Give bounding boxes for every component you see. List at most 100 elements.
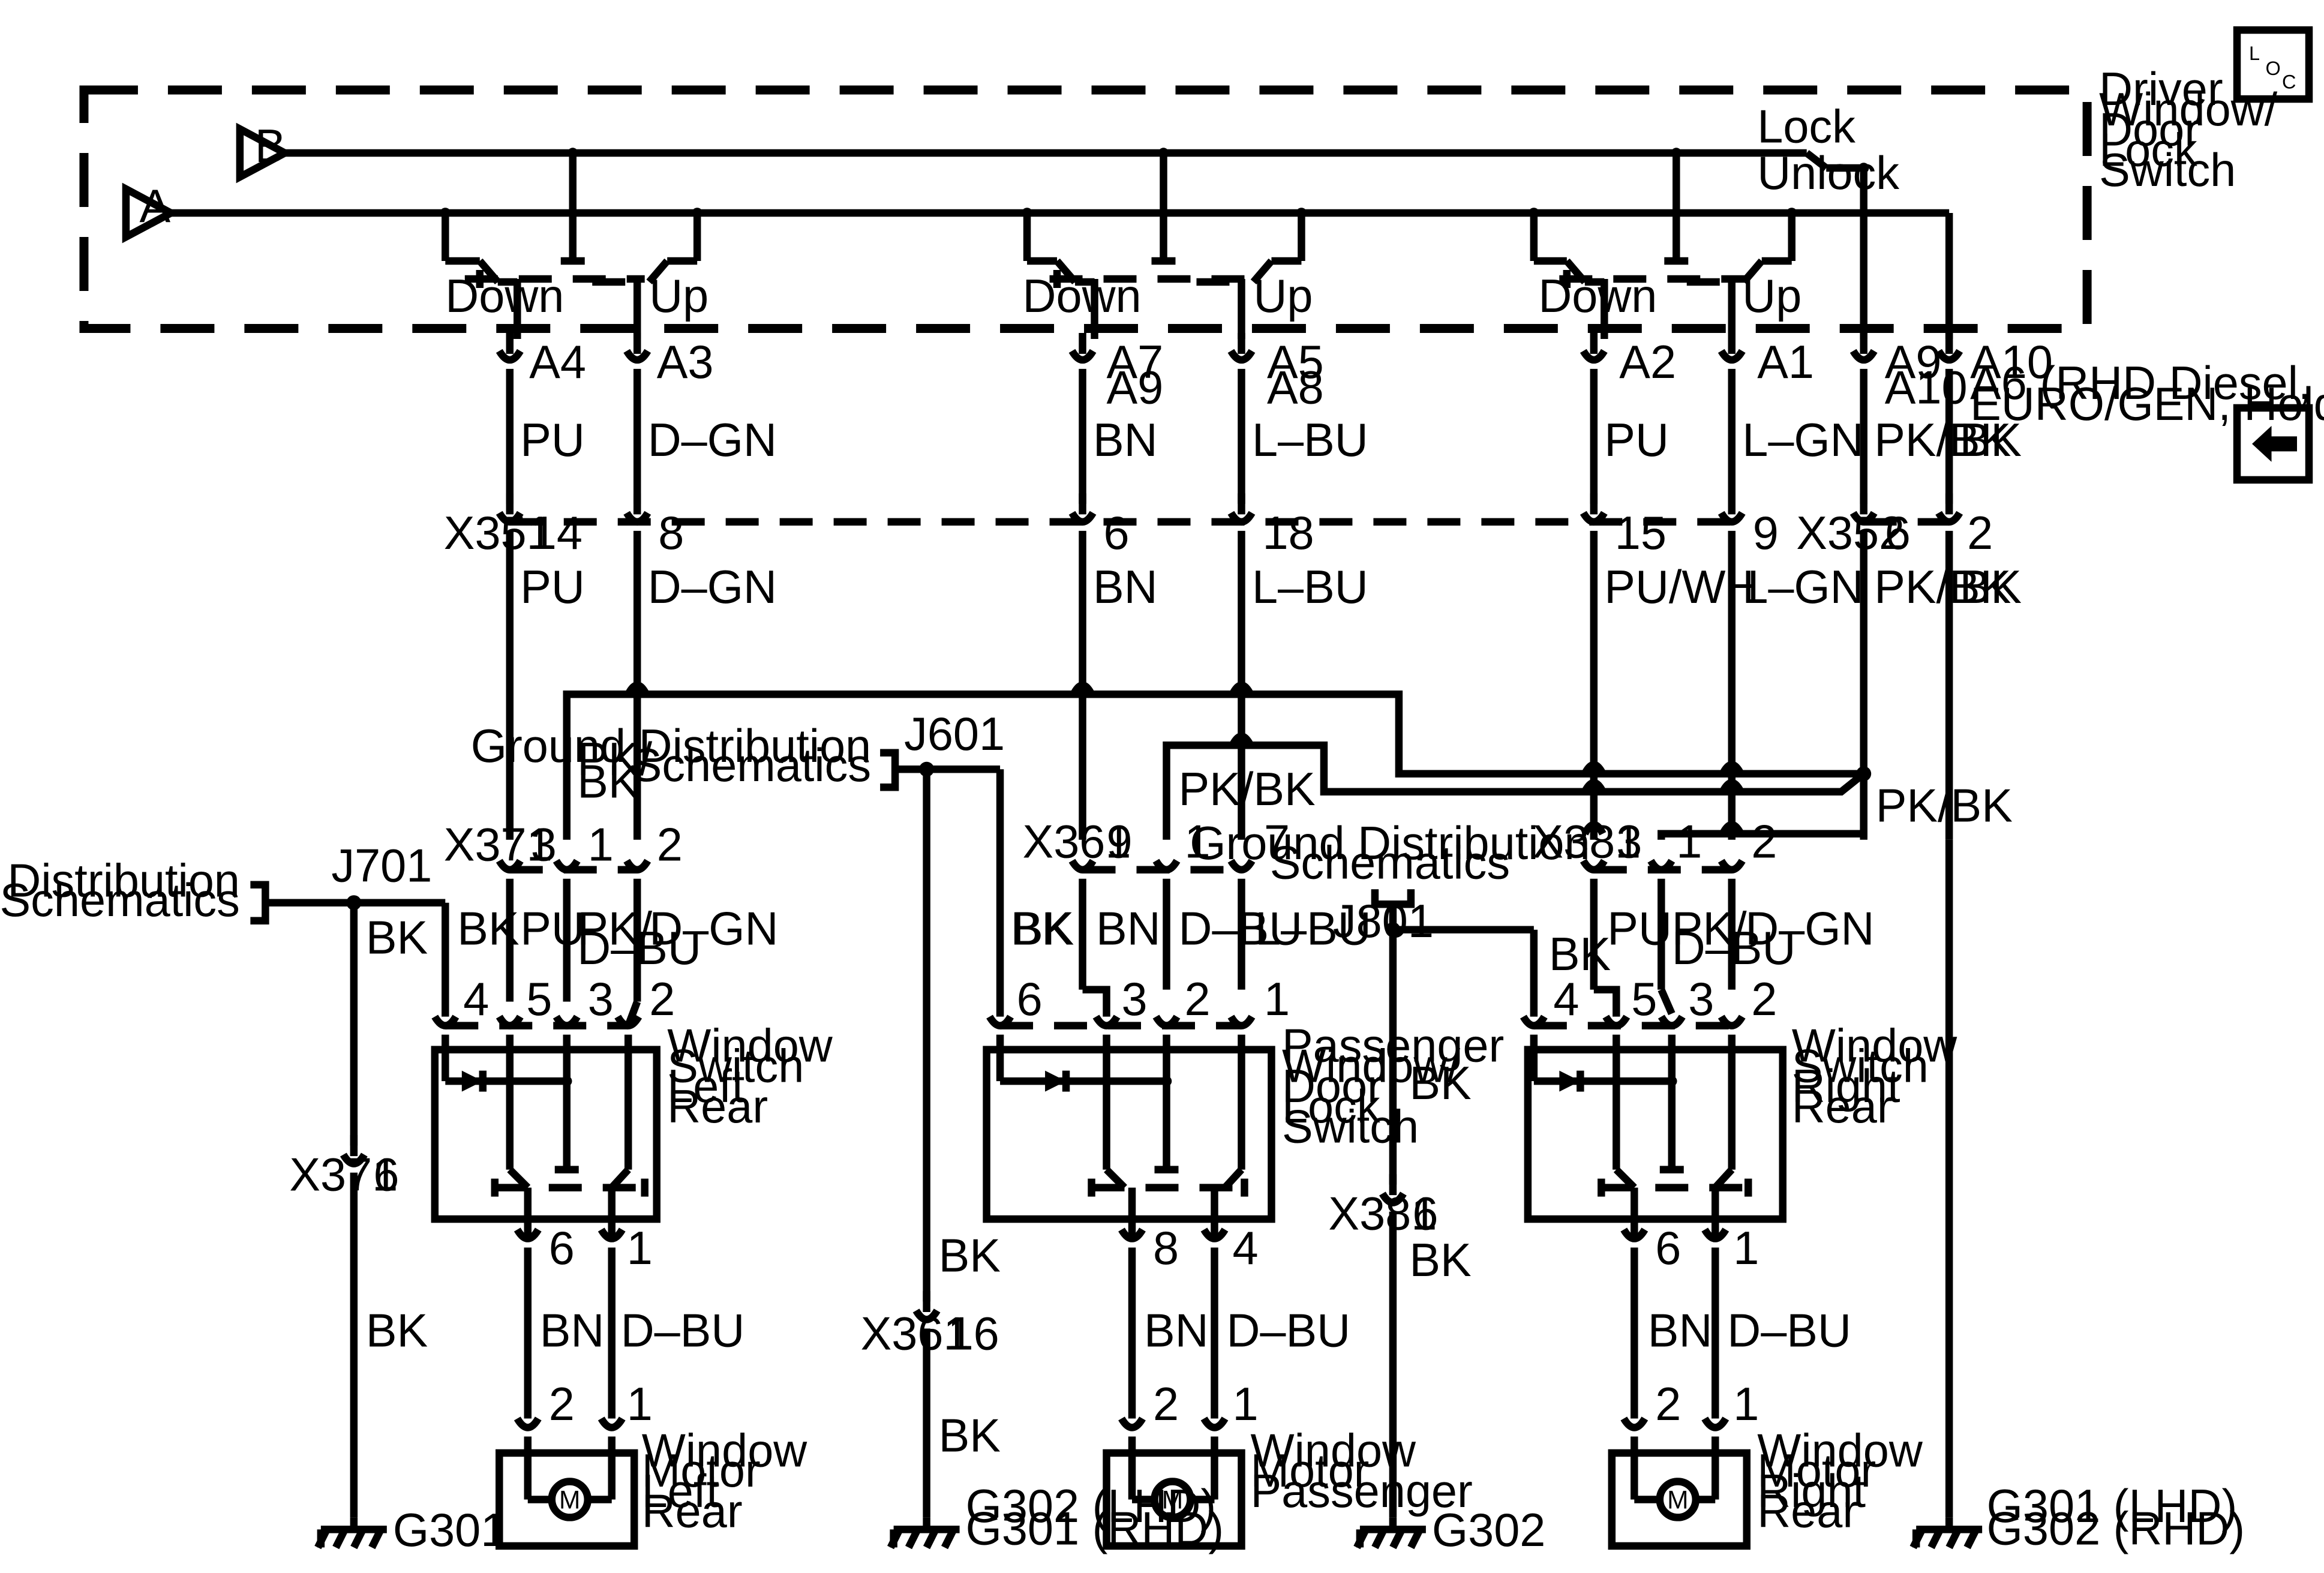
wire-color: PU bbox=[520, 903, 585, 955]
wire-color: L–BU bbox=[1252, 415, 1368, 466]
connector-x351: X351 bbox=[444, 508, 553, 559]
pin-label: 1 bbox=[1676, 816, 1702, 868]
pin-label: 3 bbox=[531, 819, 557, 871]
down-label: Down bbox=[1538, 271, 1657, 322]
pin-label: 3 bbox=[1122, 974, 1148, 1025]
module-name: Lock bbox=[1282, 1081, 1380, 1133]
inline-connector-cup bbox=[1068, 511, 1097, 526]
module-name: Window bbox=[1250, 1425, 1416, 1476]
connector-cup bbox=[1701, 1227, 1730, 1242]
pin-label: 2 bbox=[549, 1379, 575, 1430]
pkbk-bus-right bbox=[1658, 773, 1867, 840]
wire-color: PK/BK bbox=[1874, 415, 2011, 466]
pin-label: 1 bbox=[1232, 1379, 1258, 1430]
pin-label: 6 bbox=[373, 1149, 399, 1201]
module-name: Motor bbox=[642, 1445, 761, 1497]
wire-color: BK bbox=[1960, 562, 2022, 613]
connector-cup bbox=[514, 1416, 542, 1431]
pin-label: 8 bbox=[1153, 1223, 1179, 1274]
wire-color: PK/ bbox=[577, 903, 652, 955]
wire-color: PK/BK bbox=[1874, 562, 2011, 613]
module-connector-cup bbox=[623, 858, 651, 873]
ground-ref-label: Ground Distribution bbox=[0, 855, 240, 907]
module-connector-cup bbox=[1068, 858, 1097, 873]
wire-color: D–GN bbox=[649, 903, 778, 955]
wire-layer bbox=[79, 26, 2313, 1550]
ground-label: G301 (RHD) bbox=[966, 1503, 1224, 1554]
down-label: Down bbox=[445, 271, 564, 322]
connector-cup bbox=[597, 1227, 626, 1242]
pin-label: 6 bbox=[549, 1223, 575, 1274]
ground-hatch bbox=[1371, 1527, 1388, 1550]
connector-label: X371 bbox=[289, 1149, 398, 1201]
wire-color: BK bbox=[1012, 903, 1074, 955]
pin-label: 1 bbox=[1733, 1223, 1759, 1274]
pin-label: 3 bbox=[588, 974, 614, 1025]
module-name: Passenger bbox=[1250, 1466, 1472, 1517]
module-name: Left bbox=[642, 1466, 719, 1517]
pin-label: 1 bbox=[627, 1223, 653, 1274]
pin-label: 6 bbox=[1017, 974, 1043, 1025]
bracket bbox=[250, 881, 269, 924]
splice-dot bbox=[1858, 208, 1869, 218]
motor-symbol: M bbox=[1667, 1486, 1688, 1514]
wire-crossover bbox=[624, 682, 650, 697]
down-label: Down bbox=[1023, 271, 1142, 322]
wire-color: PU bbox=[520, 562, 585, 613]
connector-cup bbox=[1620, 1227, 1649, 1242]
pin-label: 4 bbox=[463, 974, 489, 1025]
wire-color: BN bbox=[1648, 1305, 1713, 1357]
inline-connector-cup bbox=[1849, 511, 1878, 526]
ground-hatch bbox=[350, 1527, 367, 1550]
wire-color: BN bbox=[1144, 1305, 1209, 1357]
wire-color: PU bbox=[1604, 415, 1669, 466]
connector-label: X361 bbox=[1023, 816, 1131, 868]
wire bbox=[1658, 988, 1676, 1016]
motor-icon bbox=[548, 1478, 591, 1521]
upper-pin-cup bbox=[496, 349, 524, 364]
module-name: Right bbox=[1757, 1466, 1866, 1517]
pin-label: 2 bbox=[1655, 1379, 1681, 1430]
motor-symbol: M bbox=[559, 1486, 580, 1514]
wire-crossover bbox=[1719, 779, 1744, 794]
ground-label: G301 (LHD) bbox=[1987, 1481, 2238, 1532]
pin-label: A1 bbox=[1757, 337, 1814, 388]
input-b-label: B bbox=[255, 121, 286, 172]
splice-label: J801 bbox=[1333, 896, 1434, 947]
wire-color: L–GN bbox=[1742, 562, 1863, 613]
wire-color: BN bbox=[540, 1305, 605, 1357]
driver-switch-title: Window/ bbox=[2099, 84, 2278, 136]
wire-crossover bbox=[1229, 733, 1254, 748]
module-name: Motor bbox=[1250, 1445, 1369, 1497]
ground-label: G302 bbox=[1432, 1505, 1546, 1556]
connector-cup bbox=[1200, 1227, 1229, 1242]
pkbk-label: BK bbox=[577, 757, 639, 808]
bracket bbox=[880, 749, 899, 791]
motor-icon bbox=[1656, 1478, 1700, 1521]
ground-ref-label: Schematics bbox=[1270, 837, 1510, 889]
pin-label: 14 bbox=[531, 508, 582, 559]
wire-color: BK bbox=[366, 912, 428, 964]
window-switch-left-rear-body bbox=[431, 1046, 660, 1223]
module-connector-cup bbox=[1647, 858, 1676, 873]
unlock-label: Unlock bbox=[1757, 148, 1899, 199]
upper-pin-cup bbox=[1718, 349, 1746, 364]
switch-pin-cup bbox=[1718, 1014, 1746, 1029]
driver-switch-title: Driver bbox=[2099, 64, 2223, 115]
module-name: Window bbox=[1757, 1425, 1923, 1476]
wire-color: D–BU bbox=[1672, 923, 1796, 974]
pin-label: 15 bbox=[1615, 508, 1667, 559]
module-name: Door bbox=[1282, 1061, 1383, 1112]
wire-color: BK bbox=[1960, 415, 2022, 466]
upper-pin-cup bbox=[1580, 349, 1608, 364]
pin-label: 1 bbox=[588, 819, 614, 871]
lock-label: Lock bbox=[1757, 101, 1855, 153]
connector-x352: X352 bbox=[1796, 508, 1905, 559]
pkbk-label: PK/BK bbox=[1876, 781, 2013, 832]
connector-cup bbox=[1620, 1416, 1649, 1431]
wire-color: D–BU bbox=[1178, 903, 1302, 955]
up-label: Up bbox=[649, 271, 708, 322]
pin-label: 2 bbox=[657, 819, 683, 871]
pin-label: 1 bbox=[1184, 816, 1210, 868]
diode-icon bbox=[1559, 1070, 1581, 1092]
